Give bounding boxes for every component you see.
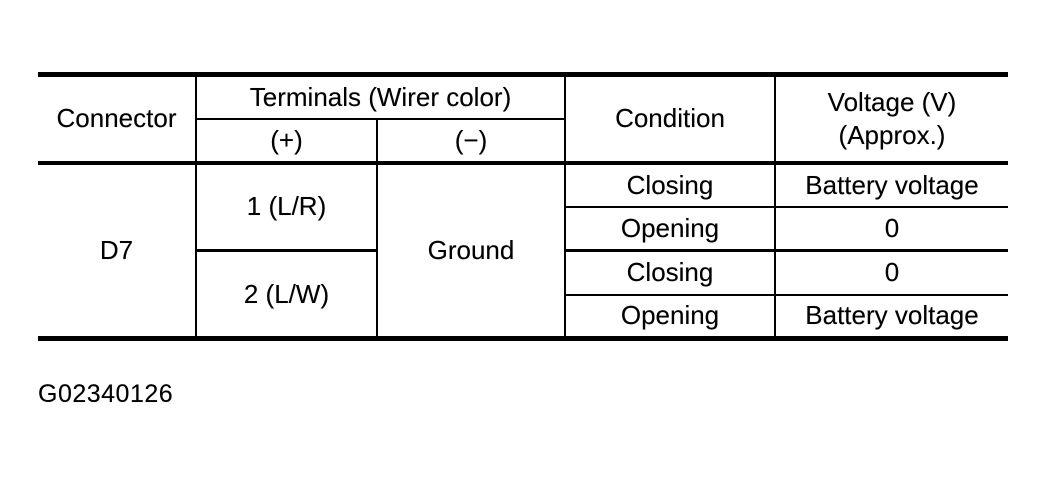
header-connector: Connector <box>38 74 197 163</box>
table-row: Opening Battery voltage <box>38 294 1008 339</box>
header-terminals-group: Terminals (Wirer color) <box>196 74 566 120</box>
cell-condition: Opening <box>565 294 776 339</box>
header-voltage-line2: (Approx.) <box>838 119 946 150</box>
figure-number: G02340126 <box>38 380 174 408</box>
header-row-sub: (+) (−) <box>38 118 1008 163</box>
header-terminal-plus: (+) <box>196 118 378 163</box>
table-row: 2 (L/W) Closing 0 <box>38 250 1008 339</box>
table-row: Opening 0 <box>38 206 1008 252</box>
cell-minus-terminal: Ground <box>377 162 566 339</box>
cell-voltage: Battery voltage <box>775 162 1008 208</box>
header-row-top: Connector Terminals (Wirer color) Condit… <box>38 74 1008 163</box>
header-condition: Condition <box>565 74 776 163</box>
cell-condition: Opening <box>565 206 776 252</box>
cell-plus-terminal-2: 2 (L/W) <box>196 250 378 339</box>
cell-voltage: 0 <box>775 206 1008 252</box>
header-terminal-minus: (−) <box>377 118 566 163</box>
table-row: D7 1 (L/R) Ground Closing Battery voltag… <box>38 162 1008 339</box>
cell-voltage: 0 <box>775 250 1008 296</box>
cell-voltage: Battery voltage <box>805 300 979 331</box>
cell-plus-terminal-1: 1 (L/R) <box>196 162 378 252</box>
header-voltage-line1: Voltage (V) <box>827 86 957 117</box>
cell-condition: Closing <box>565 250 776 296</box>
header-voltage: Voltage (V) (Approx.) <box>775 75 1008 163</box>
table-body: D7 1 (L/R) Ground Closing Battery voltag… <box>38 162 1008 339</box>
cell-connector: D7 <box>38 162 197 339</box>
table-header: Connector Terminals (Wirer color) Condit… <box>38 74 1008 163</box>
voltage-spec-table: Connector Terminals (Wirer color) Condit… <box>38 72 1008 341</box>
cell-condition: Closing <box>565 162 776 208</box>
